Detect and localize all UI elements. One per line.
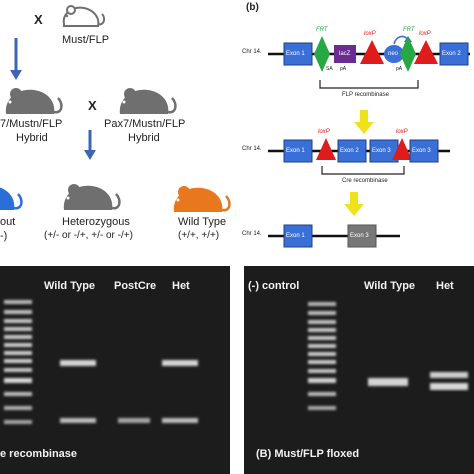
exon3b-label-row2: Exon 3: [412, 148, 431, 154]
band-het-lower: [162, 418, 198, 423]
dna-ladder-left: [4, 300, 32, 424]
lane-label-het-right: Het: [436, 280, 454, 292]
exon1-box-row2: [283, 139, 313, 163]
lacz-label: lacZ: [339, 51, 351, 57]
frt-diamond-2: [400, 36, 416, 72]
lane-label-het: Het: [172, 280, 190, 292]
band-wildtype-upper: [60, 360, 96, 366]
band-het-lower-right: [430, 383, 468, 390]
pa-label-1: pA: [340, 66, 347, 72]
dna-ladder-right: [308, 302, 336, 410]
band-wildtype-right: [368, 378, 408, 386]
frt-diamond-1: [314, 36, 330, 72]
hybrid-right-line1: Pax7/Mustn/FLP: [104, 118, 186, 130]
band-het-upper-right: [430, 372, 468, 378]
construct-row-3: [268, 224, 400, 248]
cre-recombinase-label: Cre recombinase: [342, 178, 388, 184]
mouse-icon-hybrid-right: [119, 88, 177, 114]
gel-image-right: (-) control Wild Type Het (B) Must/FLP f…: [244, 266, 474, 474]
gel-caption-left: e recombinase: [0, 448, 78, 460]
lane-label-wild-type-right: Wild Type: [364, 280, 416, 292]
arrow-down-icon-1: [10, 38, 22, 80]
exon2-label-row1: Exon 2: [442, 51, 461, 57]
exon1-label-row1: Exon 1: [286, 51, 305, 57]
must-flp-label: Must/FLP: [62, 34, 110, 46]
loxp-label-3: loxP: [318, 129, 330, 135]
cross-mark-2: X: [88, 98, 97, 113]
cross-mark-1: X: [34, 12, 43, 27]
frt-label-1: FRT: [316, 27, 328, 33]
construct-row-1: [268, 35, 470, 89]
exon1-label-row3: Exon 1: [286, 233, 305, 239]
knockout-line1: out: [0, 216, 16, 228]
wild-type-line1: Wild Type: [178, 216, 227, 228]
lane-label-postcre: PostCre: [114, 280, 157, 292]
loxp-label-2: loxP: [419, 31, 431, 37]
pa-label-2: pA: [396, 66, 403, 72]
heterozygous-line1: Heterozygous: [62, 216, 130, 228]
loxp-triangle-1: [360, 40, 384, 64]
loxp-triangle-2: [414, 40, 438, 64]
arrow-down-icon-2: [84, 130, 96, 160]
panel-label-b: (b): [246, 2, 259, 13]
arrow-down-icon-yellow-2: [344, 192, 364, 216]
construct-row-2: [268, 138, 450, 175]
knockout-line2: -): [0, 230, 8, 242]
chr-label-row2: Chr 14.: [242, 146, 262, 152]
heterozygous-line2: (+/- or -/+, +/- or -/+): [44, 230, 133, 241]
hybrid-left-line1: 7/Mustn/FLP: [0, 118, 63, 130]
frt-label-2: FRT: [403, 27, 415, 33]
neo-label: neo: [388, 51, 399, 57]
exon2-label-row2: Exon 2: [340, 148, 359, 154]
chr-label-row1: Chr 14.: [242, 49, 262, 55]
band-het-upper: [162, 360, 198, 366]
lane-label-control: (-) control: [248, 280, 300, 292]
exon3b-box-row2: [409, 139, 439, 163]
exon1-box-row1: [283, 42, 313, 66]
exon1-label-row2: Exon 1: [286, 148, 305, 154]
neo-circle: [384, 45, 404, 63]
loxp-triangle-4: [392, 138, 412, 160]
loxp-label-1: loxP: [364, 31, 376, 37]
mouse-icon-hybrid-left: [5, 88, 63, 114]
band-postcre-lower: [118, 418, 150, 423]
gel-image-left: Wild Type PostCre Het e recombinase: [0, 266, 230, 474]
gel-bands-left: [4, 300, 198, 424]
sa-label: SA: [326, 66, 333, 72]
gel-caption-right: (B) Must/FLP floxed: [256, 448, 360, 460]
exon1-box-row3: [283, 224, 313, 248]
hybrid-right-line2: Hybrid: [128, 132, 160, 144]
loxp-label-4: loxP: [396, 129, 408, 135]
exon2-box-row2: [337, 139, 367, 163]
arrow-down-icon-yellow-1: [354, 110, 374, 134]
lane-label-wild-type: Wild Type: [44, 280, 96, 292]
lacz-box: [334, 45, 356, 63]
gel-bands-right: [308, 302, 468, 410]
mouse-icon-wild-type: [173, 186, 231, 212]
chr-label-row3: Chr 14.: [242, 231, 262, 237]
flp-recombinase-label: FLP recombinase: [342, 92, 389, 98]
band-wildtype-lower: [60, 418, 96, 423]
mouse-icon-must-flp: [62, 5, 106, 27]
exon3-label-row2: Exon 3: [372, 148, 391, 154]
wild-type-line2: (+/+, +/+): [178, 230, 220, 241]
loxp-triangle-3: [316, 138, 336, 160]
hybrid-left-line2: Hybrid: [16, 132, 48, 144]
mouse-icon-heterozygous: [63, 184, 121, 210]
exon3-label-row3: Exon 3: [350, 233, 369, 239]
exon2-box-row1: [439, 42, 469, 66]
exon3-box-row3: [347, 224, 377, 248]
mouse-icon-knockout: [0, 187, 23, 210]
